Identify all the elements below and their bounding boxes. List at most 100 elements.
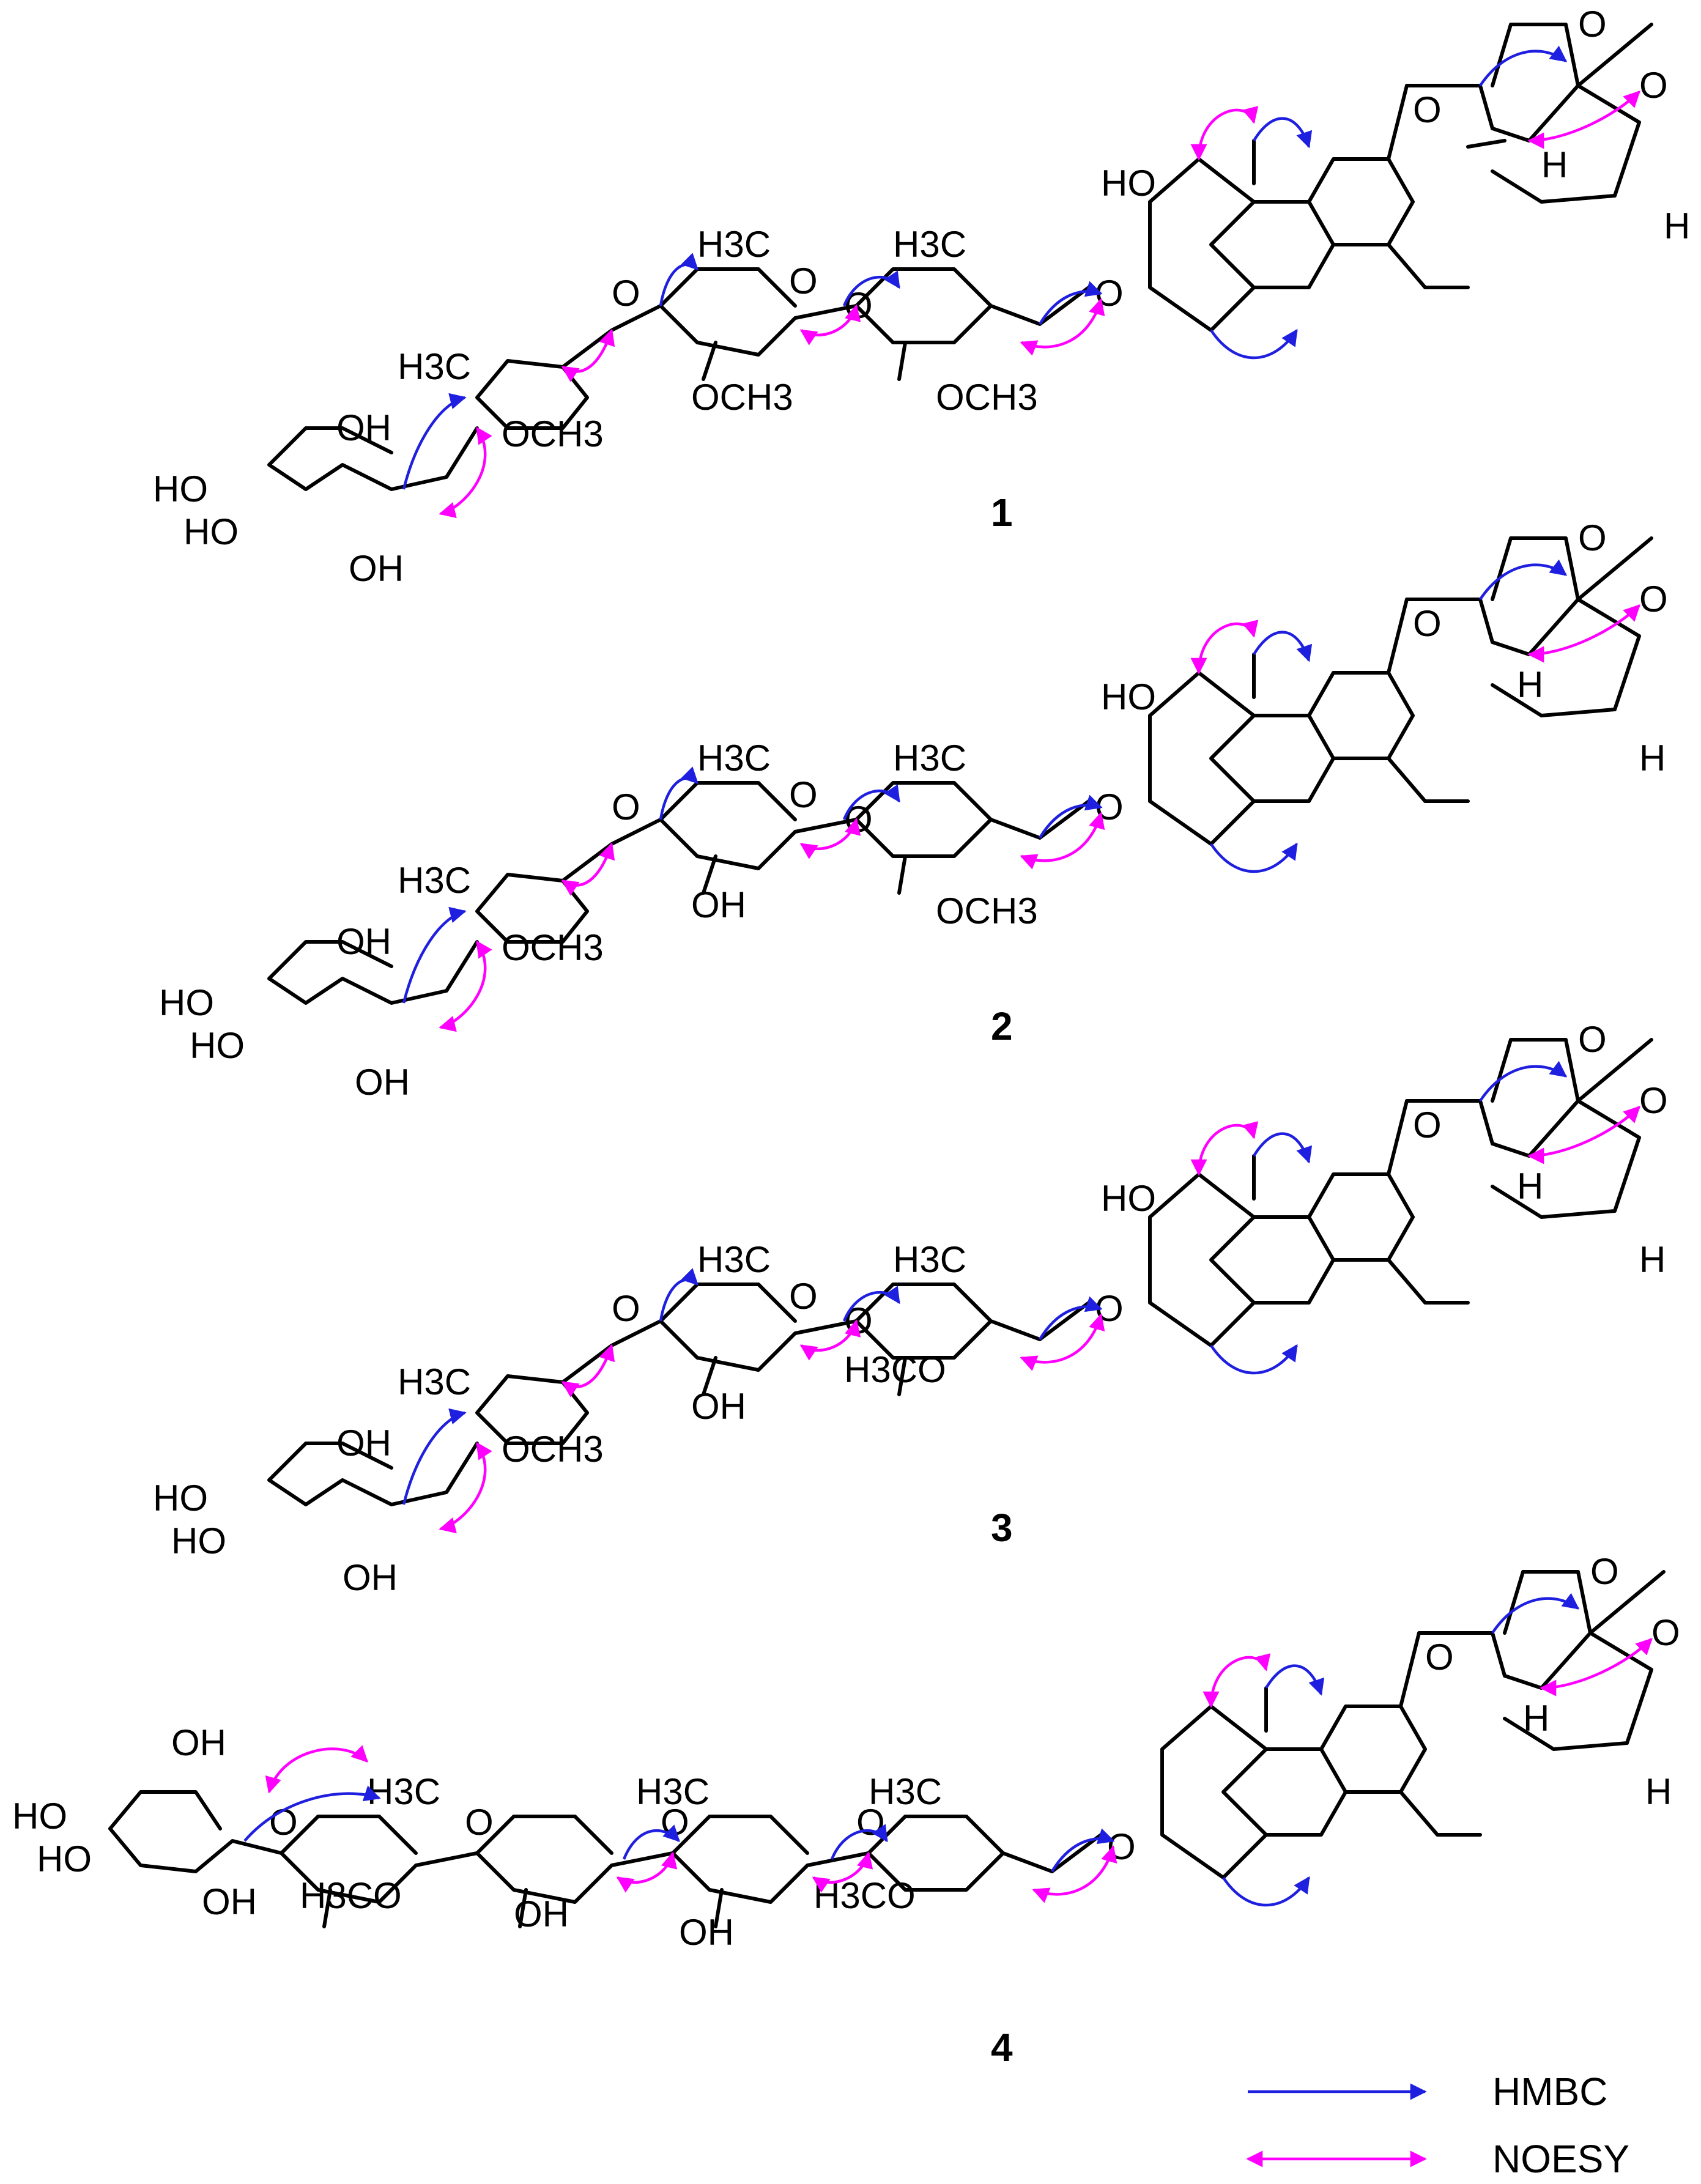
c4-ring-oxygen-a: O (856, 1802, 885, 1843)
c2-methoxy-a: OCH3 (936, 890, 1038, 931)
c4-noesy-6 (265, 1745, 368, 1794)
c4-noesy-5 (616, 1851, 678, 1893)
c2-noesy-2 (1527, 604, 1640, 663)
compound-3-labels: HO O O O H3C H3C H3CO OH O H3C OCH3 OH H… (153, 1019, 1668, 1598)
c1-h-label-b: H (1664, 205, 1690, 246)
c3-noesy-2 (1527, 1106, 1640, 1164)
c1-methyl-b: H3C (697, 224, 771, 265)
c4-oh-top: OH (171, 1722, 226, 1763)
c2-hmbc-7 (402, 906, 467, 1004)
c2-methyl-a: H3C (893, 738, 966, 779)
c3-ring-oxygen-b: O (789, 1276, 818, 1317)
c3-noesy-1 (1190, 1121, 1259, 1176)
c2-h-label: H (1517, 664, 1543, 705)
c2-noesy-1 (1190, 620, 1259, 675)
c3-oh-bottom: OH (343, 1557, 398, 1598)
compound-1-labels: HO O O O H3C H3C OCH3 OCH3 O H3C OCH3 OH… (153, 4, 1690, 589)
c1-ring-oxygen-b: O (789, 261, 818, 302)
c3-methoxy-a: H3CO (844, 1349, 946, 1390)
c3-hmbc-7 (402, 1408, 467, 1505)
c1-ring-o: O (1639, 65, 1668, 106)
compound-4-correlations (243, 1593, 1653, 1907)
c2-methyl-b: H3C (697, 738, 771, 779)
c1-noesy-6 (439, 426, 492, 519)
c1-hydroxyl-label: HO (1101, 163, 1156, 204)
c4-ho-left: HO (12, 1796, 67, 1837)
c3-hmbc-1 (1253, 1132, 1313, 1164)
compound-2-labels: HO O O O H3C H3C OCH3 OH O H3C OCH3 OH H… (159, 517, 1668, 1103)
c1-hmbc-3 (1479, 45, 1568, 87)
c2-hmbc-1 (1253, 631, 1313, 662)
c2-ring-o: O (1639, 579, 1668, 620)
c4-hmbc-2 (1222, 1876, 1310, 1907)
c3-furan-o: O (1578, 1019, 1607, 1060)
c3-methyl-c: H3C (398, 1361, 471, 1402)
c2-noesy-3 (1020, 812, 1105, 870)
c3-noesy-6 (439, 1442, 492, 1534)
c4-ring-oxygen-d: O (269, 1802, 298, 1843)
c4-methyl-c: H3C (367, 1771, 440, 1812)
c2-hmbc-5 (842, 784, 900, 820)
c4-noesy-3 (1032, 1845, 1117, 1903)
c3-noesy-3 (1020, 1313, 1105, 1371)
c1-methoxy-c: OCH3 (502, 413, 604, 454)
c4-oh-mid: OH (679, 1912, 734, 1953)
c3-hydroxyl-label: HO (1101, 1178, 1156, 1219)
c3-oh-mid: OH (691, 1386, 746, 1427)
c1-oh-bottom: OH (349, 548, 404, 589)
c2-oh-bottom: OH (355, 1062, 410, 1103)
c4-ho-lower: HO (37, 1838, 92, 1879)
c1-ho-lower: HO (183, 511, 239, 552)
c1-noesy-3 (1020, 298, 1105, 356)
c3-oh-top: OH (336, 1423, 391, 1464)
c3-lactone-o: O (1413, 1105, 1442, 1146)
c1-methoxy-a: OCH3 (936, 377, 1038, 418)
c3-h-label: H (1517, 1166, 1543, 1207)
c1-ho-left: HO (153, 468, 208, 509)
c4-hmbc-1 (1265, 1664, 1325, 1696)
c4-methyl-b: H3C (636, 1771, 710, 1812)
c1-methyl-c: H3C (398, 346, 471, 387)
c1-h-label: H (1541, 144, 1568, 185)
c2-lactone-o: O (1413, 603, 1442, 644)
c2-hmbc-6 (659, 766, 699, 820)
c3-methoxy-c: OCH3 (502, 1429, 604, 1470)
c3-noesy-4 (799, 1319, 861, 1361)
compound-2-structure (267, 536, 1653, 1005)
compound-4-labels: O H3C H3CO O H3C O OH H3C O H3CO OH O OH… (12, 1551, 1680, 1953)
c4-h-label: H (1523, 1698, 1549, 1739)
c3-methyl-a: H3C (893, 1239, 966, 1280)
c2-ho-lower: HO (190, 1025, 245, 1066)
c4-furan-o: O (1590, 1551, 1619, 1592)
compound-1-correlations (402, 45, 1640, 519)
c2-furan-o: O (1578, 517, 1607, 558)
legend-noesy-label: NOESY (1492, 2137, 1629, 2181)
c4-methoxy-c: H3CO (300, 1875, 402, 1916)
c1-furan-o: O (1578, 4, 1607, 45)
c4-h-label-b: H (1645, 1771, 1672, 1812)
c4-glycosidic-oxygen: O (1107, 1826, 1136, 1867)
c1-methoxy-b: OCH3 (691, 377, 793, 418)
compound-3-correlations (402, 1061, 1640, 1534)
c4-noesy-1 (1203, 1653, 1271, 1708)
c3-hmbc-5 (842, 1286, 900, 1322)
c2-noesy-5 (561, 842, 615, 896)
c1-oh-top: OH (336, 407, 391, 448)
c1-hmbc-6 (659, 253, 699, 306)
c1-noesy-5 (561, 328, 615, 382)
c3-noesy-5 (561, 1344, 615, 1397)
c3-linker-oxygen: O (612, 1288, 640, 1329)
c1-hmbc-7 (402, 393, 467, 490)
c1-linker-oxygen: O (612, 273, 640, 314)
c1-hmbc-5 (842, 270, 900, 306)
c2-methoxy-c: OCH3 (502, 927, 604, 968)
compound-3-number: 3 (991, 1506, 1013, 1550)
c3-hmbc-6 (659, 1268, 699, 1322)
legend: HMBC NOESY (1246, 2070, 1629, 2181)
c3-hmbc-3 (1479, 1061, 1568, 1102)
c2-hmbc-3 (1479, 559, 1568, 601)
c2-oh-top: OH (336, 921, 391, 962)
c1-noesy-2 (1527, 91, 1640, 149)
compound-4-number: 4 (991, 2026, 1013, 2070)
